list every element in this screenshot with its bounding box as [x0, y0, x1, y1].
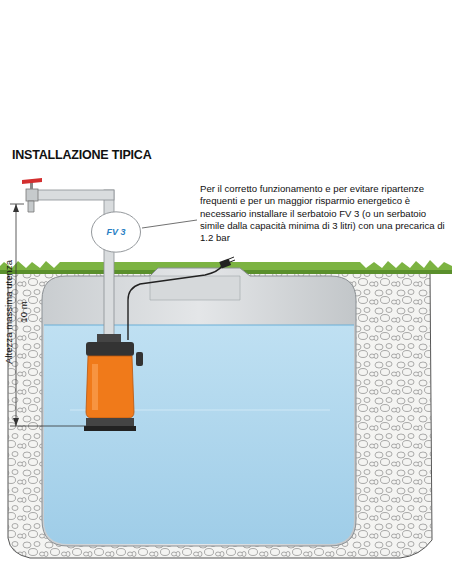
dimension-value: 10 m [17, 301, 28, 322]
tank-label: FV 3 [106, 227, 125, 237]
installation-note: Per il corretto funzionamento e per evit… [200, 183, 448, 244]
diagram-title: INSTALLAZIONE TIPICA [12, 148, 152, 162]
dimension-label: Altezza massima utenza [2, 260, 13, 364]
pressure-tank: FV 3 [91, 211, 141, 253]
